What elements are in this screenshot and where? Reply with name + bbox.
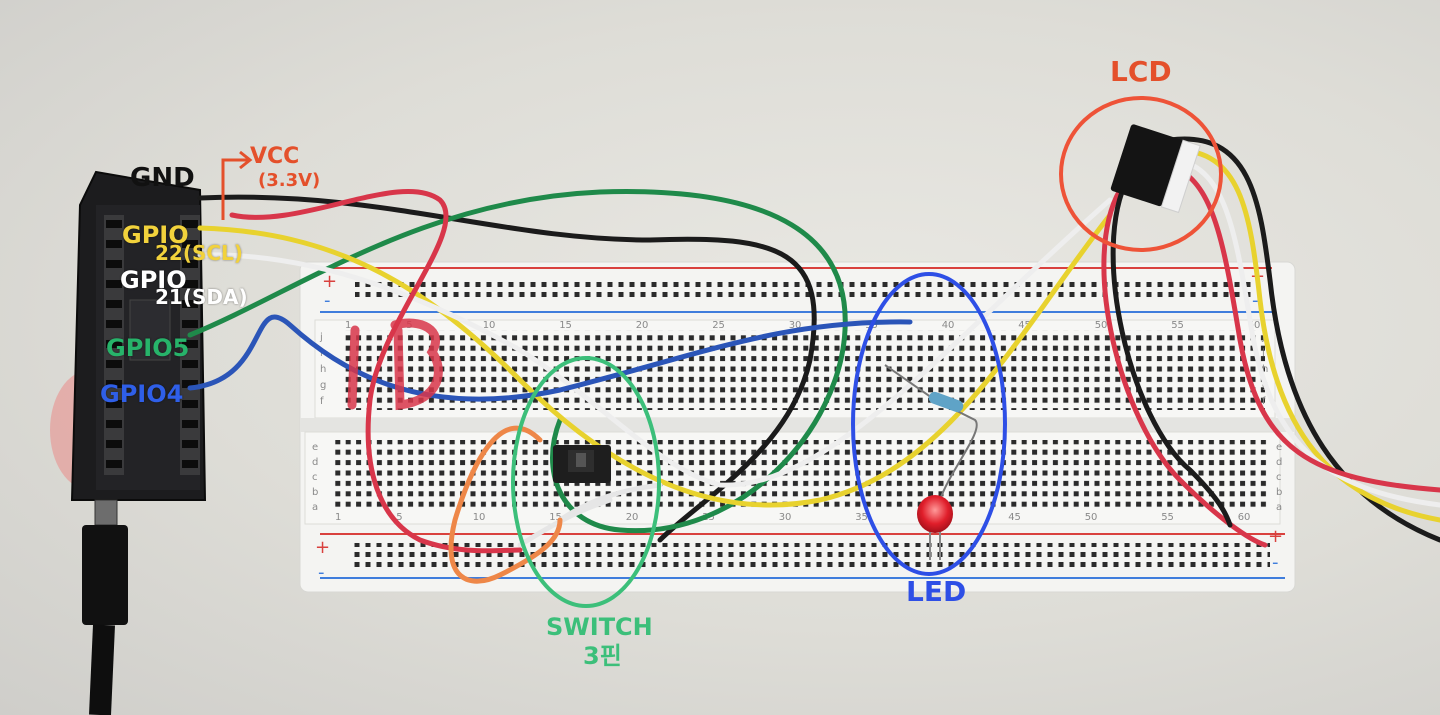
label-gpio5: GPIO5 xyxy=(106,334,190,362)
label-gpio21: GPIO xyxy=(120,266,187,294)
column-number-bottom: 5 xyxy=(396,512,402,523)
row-letter-top-right: j xyxy=(1261,332,1265,343)
rail-plus-top-left: + xyxy=(322,271,337,292)
row-letter-top: h xyxy=(320,364,326,375)
row-letter-top-right: i xyxy=(1262,348,1265,359)
row-letter-top-right: h xyxy=(1262,364,1268,375)
row-letter-top: i xyxy=(320,348,323,359)
column-number-top: 55 xyxy=(1171,320,1184,331)
wire-yellow-scl xyxy=(197,212,1113,508)
switch-circle xyxy=(511,356,661,608)
column-number-bottom: 50 xyxy=(1085,512,1098,523)
column-number-bottom: 55 xyxy=(1161,512,1174,523)
lcd-circle xyxy=(1059,96,1223,252)
column-number-bottom: 45 xyxy=(1008,512,1021,523)
esp32-board xyxy=(50,170,207,501)
label-gpio4: GPIO4 xyxy=(100,380,184,408)
center-channel xyxy=(300,418,1295,432)
column-number-bottom: 10 xyxy=(473,512,486,523)
column-number-top: 20 xyxy=(636,320,649,331)
wire-lcd-red xyxy=(1101,187,1268,548)
label-switch-sub: 3핀 xyxy=(583,642,622,670)
usb-cable xyxy=(82,499,128,715)
column-number-bottom: 20 xyxy=(626,512,639,523)
led-component xyxy=(917,495,953,560)
vcc-arrow xyxy=(221,158,250,220)
wire-lcd-black xyxy=(1110,175,1233,528)
column-number-top: 10 xyxy=(483,320,496,331)
usb-plug xyxy=(82,525,128,625)
wire-green-gpio5 xyxy=(187,189,848,534)
row-letter-bottom-right: a xyxy=(1276,502,1282,513)
column-number-top: 60 xyxy=(1248,320,1261,331)
rail-plus-bottom-left: + xyxy=(315,537,330,558)
label-gpio22: GPIO xyxy=(122,221,189,249)
row-letter-bottom-right: d xyxy=(1276,457,1282,468)
rail-minus-top-left: - xyxy=(324,290,331,311)
column-number-top: 1 xyxy=(345,320,351,331)
annotations xyxy=(221,96,1223,608)
row-letter-bottom-right: b xyxy=(1276,487,1282,498)
bottom-power-rail xyxy=(320,533,1285,579)
row-letter-bottom-right: c xyxy=(1276,472,1282,483)
row-letter-top-right: f xyxy=(1262,396,1266,407)
label-gpio21-sub: 21(SDA) xyxy=(155,285,248,309)
column-number-bottom: 60 xyxy=(1238,512,1251,523)
pink-scribble xyxy=(347,318,443,411)
slide-switch xyxy=(553,445,611,483)
column-number-top: 50 xyxy=(1095,320,1108,331)
holes-bottom xyxy=(335,440,1270,512)
rail-minus-bottom-right: - xyxy=(1272,552,1279,573)
rail-minus-bottom-left: - xyxy=(318,562,325,583)
wire-white-sda xyxy=(197,197,1113,488)
label-switch: SWITCH xyxy=(546,613,653,641)
column-number-top: 30 xyxy=(789,320,802,331)
column-number-top: 25 xyxy=(712,320,725,331)
row-letter-bottom-right: e xyxy=(1276,442,1282,453)
lcd-connector xyxy=(1110,124,1201,214)
rail-minus-top-right: - xyxy=(1252,290,1259,311)
column-number-bottom: 15 xyxy=(549,512,562,523)
column-number-bottom: 35 xyxy=(855,512,868,523)
row-letter-top: f xyxy=(320,396,324,407)
row-letter-bottom: e xyxy=(312,442,318,453)
label-vcc-voltage: (3.3V) xyxy=(258,170,321,191)
row-letter-bottom: a xyxy=(312,502,318,513)
label-lcd: LCD xyxy=(1110,55,1172,88)
column-number-bottom: 30 xyxy=(779,512,792,523)
led-circle xyxy=(851,272,1007,576)
label-gpio22-sub: 22(SCL) xyxy=(155,241,243,265)
wire-orange-switch xyxy=(448,425,563,584)
column-number-top: 40 xyxy=(942,320,955,331)
column-number-top: 15 xyxy=(559,320,572,331)
row-letter-bottom: c xyxy=(312,472,318,483)
label-led: LED xyxy=(906,575,967,608)
wires xyxy=(187,136,1440,584)
rail-plus-bottom-right: + xyxy=(1268,526,1283,547)
label-vcc: VCC xyxy=(250,144,300,169)
column-number-top: 45 xyxy=(1018,320,1031,331)
wire-black-gnd xyxy=(197,194,817,543)
row-letter-top: j xyxy=(319,332,323,343)
label-gnd: GND xyxy=(130,163,195,193)
row-letter-bottom: d xyxy=(312,457,318,468)
wire-red-vcc xyxy=(229,189,523,554)
board-chip xyxy=(129,299,171,361)
resistor xyxy=(884,364,978,501)
column-number-bottom: 1 xyxy=(335,512,341,523)
row-letter-top: g xyxy=(320,380,326,391)
row-letter-bottom: b xyxy=(312,487,318,498)
